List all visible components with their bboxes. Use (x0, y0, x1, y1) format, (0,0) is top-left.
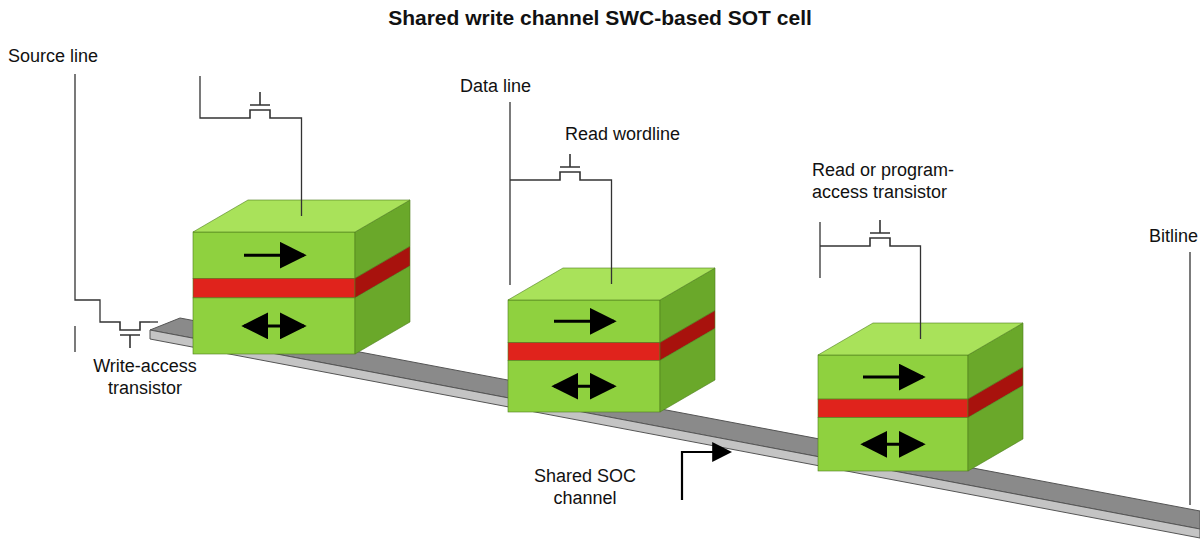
part-label: Write-access transistor (60, 356, 230, 399)
transistor-symbol (110, 322, 150, 348)
mtj-stack (818, 323, 1023, 471)
source-line (75, 74, 110, 322)
callout-arrow (682, 452, 730, 500)
transistor-symbol (860, 220, 900, 246)
wire (590, 180, 612, 284)
data-line (509, 102, 510, 285)
wire (900, 246, 921, 339)
wire (150, 321, 158, 322)
part-label: Read or program-access transistor (812, 160, 1007, 203)
part-label: Shared SOC channel (510, 466, 660, 509)
wire (819, 222, 820, 278)
part-label: Read wordline (565, 124, 725, 146)
part-label: Data line (460, 76, 580, 98)
wire (280, 118, 302, 216)
leader-line (74, 326, 75, 352)
wire (200, 76, 240, 118)
part-label: Bitline (1128, 226, 1198, 248)
mtj-stack (508, 268, 715, 412)
part-label: Source line (8, 46, 158, 68)
wire (510, 179, 550, 180)
mtj-stack (193, 200, 410, 354)
transistor-symbol (240, 92, 280, 118)
wire (820, 245, 860, 246)
transistor-symbol (550, 154, 590, 180)
bitline (1189, 252, 1190, 505)
diagram-title: Shared write channel SWC-based SOT cell (0, 6, 1200, 30)
